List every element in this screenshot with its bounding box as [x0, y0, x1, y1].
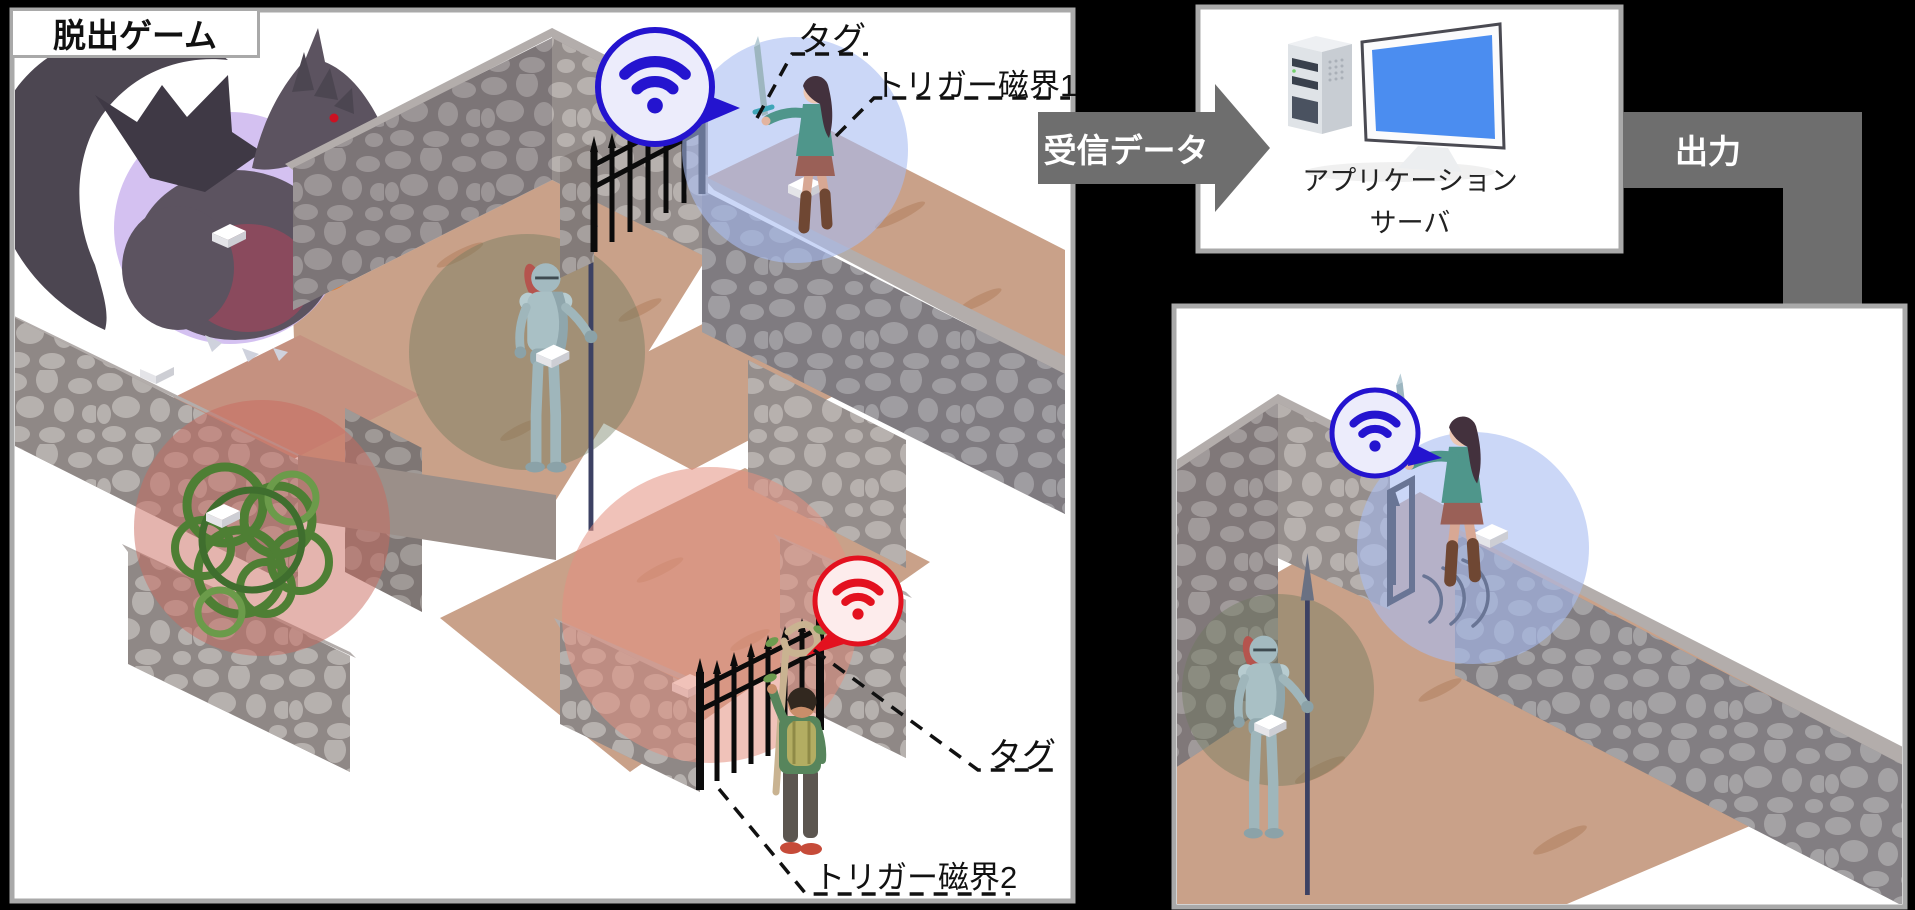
title-box: 脱出ゲーム: [10, 8, 260, 58]
annotation-lines: [717, 52, 1070, 896]
server-label-line1: アプリケーション: [1302, 166, 1518, 196]
received-data-arrow: [1038, 84, 1270, 212]
server-label-line2: サーバ: [1369, 208, 1451, 238]
label-tag-bottom: タグ: [988, 737, 1056, 775]
server-label: アプリケーション サーバ: [1198, 160, 1622, 244]
thorn-vines: [171, 462, 333, 638]
output-arrow-label: 出力: [1675, 133, 1741, 170]
label-trigger-field-2: トリガー磁界2: [814, 860, 1018, 895]
label-trigger-field-1: トリガー磁界1: [874, 68, 1078, 103]
outside-area: [1452, 309, 1902, 747]
server-box: [1195, 4, 1624, 254]
escape-game-panel: [9, 7, 1076, 904]
received-data-arrow-label: 受信データ: [1043, 132, 1209, 169]
trigger-field-1-circle: [682, 37, 908, 263]
vines-highlight-circle: [134, 400, 390, 656]
page-title: 脱出ゲーム: [52, 17, 217, 54]
knight-room-walls: [285, 28, 714, 310]
label-tag-top: タグ: [798, 21, 866, 59]
knight-highlight-circle: [409, 234, 645, 470]
desktop-computer-icon: [1288, 22, 1506, 182]
output-result-panel: [1171, 303, 1908, 910]
zoom-wifi-bubble-blue: [1329, 387, 1442, 479]
wifi-bubble-blue: [595, 27, 740, 147]
